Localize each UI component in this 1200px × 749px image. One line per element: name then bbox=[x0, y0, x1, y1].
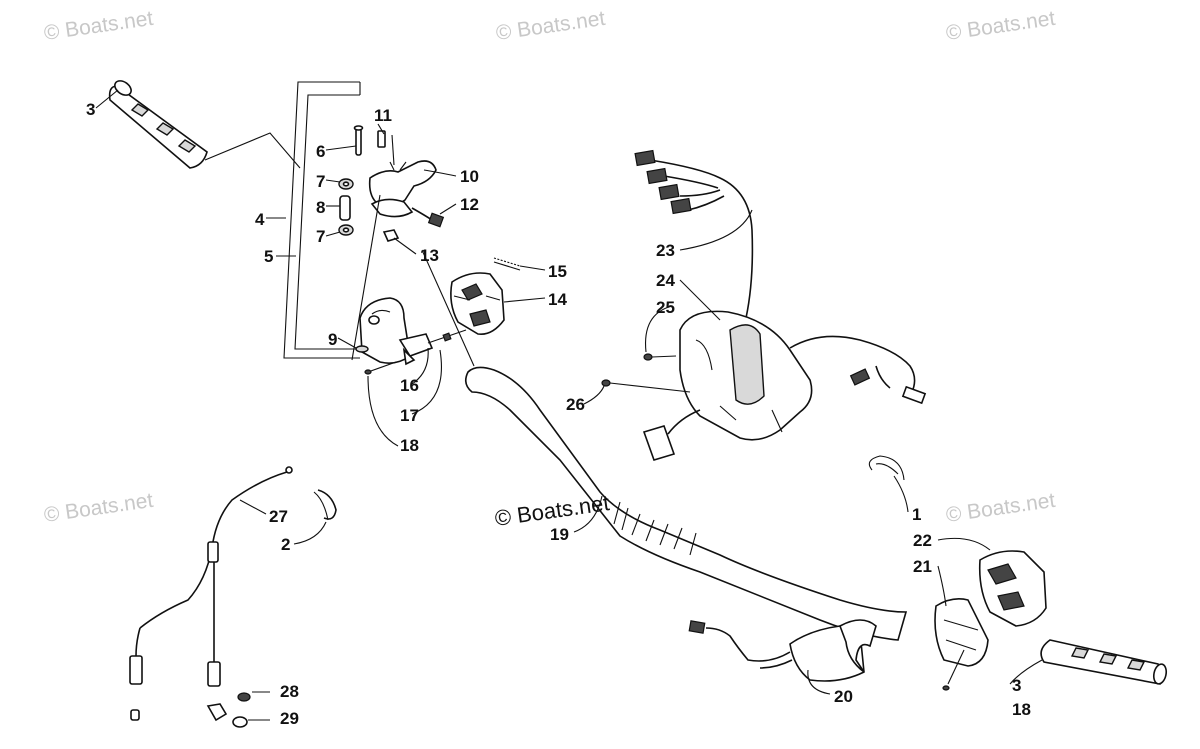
callout-c21: 21 bbox=[913, 557, 932, 576]
callout-c2: 2 bbox=[281, 535, 290, 554]
callout-c4: 4 bbox=[255, 210, 265, 229]
left-switch-housing bbox=[355, 297, 467, 375]
callout-c6: 6 bbox=[316, 142, 325, 161]
callout-c13: 13 bbox=[420, 246, 439, 265]
callout-c22: 22 bbox=[913, 531, 932, 550]
callout-c29: 29 bbox=[280, 709, 299, 728]
callout-c20: 20 bbox=[834, 687, 853, 706]
callout-c18a: 18 bbox=[400, 436, 419, 455]
heater-element-20 bbox=[688, 619, 877, 682]
callout-c15: 15 bbox=[548, 262, 567, 281]
right-grip bbox=[1040, 639, 1168, 685]
callout-c7b: 7 bbox=[316, 227, 325, 246]
watermark-top-center: © Boats.net bbox=[494, 7, 606, 45]
switch-assembly-14 bbox=[450, 257, 521, 336]
callout-c24: 24 bbox=[656, 271, 675, 290]
callout-c1: 1 bbox=[912, 505, 921, 524]
callout-c9: 9 bbox=[328, 330, 337, 349]
callout-c27: 27 bbox=[269, 507, 288, 526]
callout-c10: 10 bbox=[460, 167, 479, 186]
callout-c7a: 7 bbox=[316, 172, 325, 191]
brake-lever-assembly bbox=[338, 125, 445, 361]
watermark-mid-left: © Boats.net bbox=[42, 489, 154, 527]
watermark-top-right: © Boats.net bbox=[944, 7, 1056, 45]
callout-c14: 14 bbox=[548, 290, 567, 309]
callout-c17: 17 bbox=[400, 406, 419, 425]
callout-c26: 26 bbox=[566, 395, 585, 414]
center-cover-assembly bbox=[601, 149, 927, 461]
throttle-cable-assembly bbox=[129, 466, 337, 728]
callout-c3a: 3 bbox=[86, 100, 95, 119]
callout-c18b: 18 bbox=[1012, 700, 1031, 719]
callout-c16: 16 bbox=[400, 376, 419, 395]
callout-c25: 25 bbox=[656, 298, 675, 317]
callout-c28: 28 bbox=[280, 682, 299, 701]
callout-c23: 23 bbox=[656, 241, 675, 260]
callout-c3b: 3 bbox=[1012, 676, 1021, 695]
right-clip-1 bbox=[868, 455, 905, 481]
callout-c5: 5 bbox=[264, 247, 273, 266]
handlebar-19 bbox=[421, 249, 908, 641]
watermark-top-left: © Boats.net bbox=[42, 7, 154, 45]
bracket-frame-4-5 bbox=[283, 81, 361, 359]
callout-c11: 11 bbox=[374, 106, 392, 125]
watermark-mid-right: © Boats.net bbox=[944, 489, 1056, 527]
callout-c8: 8 bbox=[316, 198, 325, 217]
left-grip bbox=[108, 80, 301, 169]
callout-c12: 12 bbox=[460, 195, 479, 214]
callout-c19: 19 bbox=[550, 525, 569, 544]
right-switch-housing bbox=[934, 550, 1047, 691]
leader-lines bbox=[95, 89, 1043, 721]
